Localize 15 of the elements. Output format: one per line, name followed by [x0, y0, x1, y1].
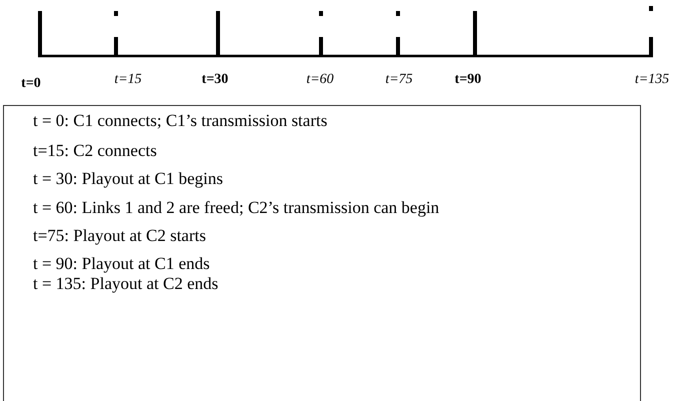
- time-label: t=0: [21, 76, 41, 92]
- time-label: t=60: [306, 72, 334, 88]
- time-label: t=30: [202, 72, 228, 88]
- event-text: t=15: C2 connects: [33, 141, 157, 161]
- event-text: t = 30: Playout at C1 begins: [33, 169, 223, 189]
- event-text: t = 60: Links 1 and 2 are freed; C2’s transmission can begin: [33, 198, 440, 218]
- time-label: t=135: [634, 72, 670, 88]
- event-text: t = 135: Playout at C2 ends: [33, 274, 218, 294]
- event-text: t = 90: Playout at C1 ends: [33, 254, 210, 274]
- time-label: t=75: [385, 72, 413, 88]
- event-text: t = 0: C1 connects; C1’s transmission starts: [33, 111, 328, 131]
- event-text: t=75: Playout at C2 starts: [33, 226, 206, 246]
- notes-box: [3, 105, 641, 401]
- time-label: t=15: [114, 72, 142, 88]
- time-label: t=90: [454, 72, 482, 88]
